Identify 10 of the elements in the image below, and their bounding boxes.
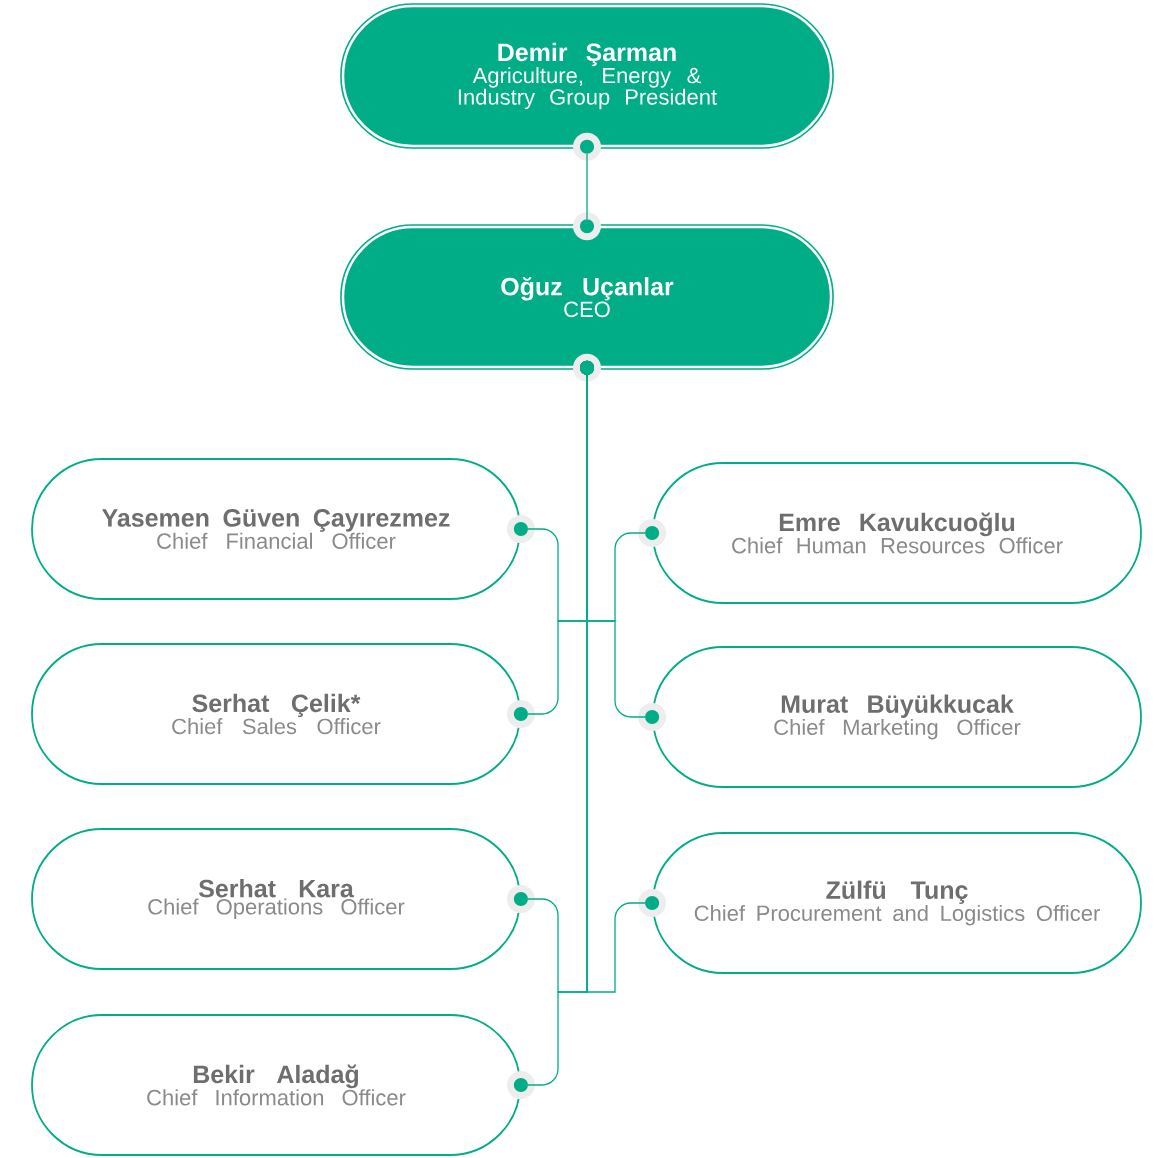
officer-box: Murat Büyükkucak Chief Marketing Officer bbox=[652, 646, 1142, 788]
officer-box: Serhat Çelik* Chief Sales Officer bbox=[31, 643, 521, 785]
officer-box: Zülfü Tunç Chief Procurement and Logistics Officer bbox=[652, 832, 1142, 974]
leader-box: Oğuz Uçanlar CEO bbox=[340, 224, 834, 370]
officer-box: Bekir Aladağ Chief Information Officer bbox=[31, 1014, 521, 1156]
leader-box: Demir Şarman Agriculture, Energy & Industry Group President bbox=[340, 3, 834, 149]
officer-box: Serhat Kara Chief Operations Officer bbox=[31, 828, 521, 970]
officer-box: Yasemen Güven Çayırezmez Chief Financial Officer bbox=[31, 458, 521, 600]
connector-line bbox=[580, 139, 594, 234]
officer-box: Emre Kavukcuoğlu Chief Human Resources Officer bbox=[652, 462, 1142, 604]
